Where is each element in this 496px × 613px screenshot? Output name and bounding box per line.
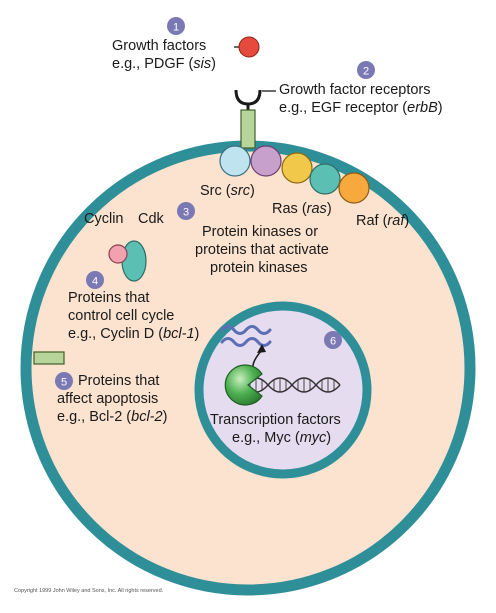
svg-text:1: 1: [173, 22, 179, 34]
nucleus: [194, 301, 372, 479]
apoptosis-line2: affect apoptosis: [57, 391, 159, 407]
ras-ball: [309, 163, 341, 195]
transcription-factor-shape: [224, 364, 263, 406]
src-label-pre: Src (: [200, 183, 231, 199]
apoptosis-gene: bcl-2: [131, 409, 163, 425]
cell-cycle-line2: control cell cycle: [68, 308, 175, 324]
signaling-chain: [219, 145, 370, 204]
badge-3: 3: [177, 202, 195, 220]
kinases-line3: protein kinases: [210, 260, 308, 276]
transcription-line1: Transcription factors: [210, 412, 341, 428]
cdk-label: Cdk: [138, 211, 164, 227]
growth-factors-title: Growth factors: [112, 38, 207, 54]
src-label: Src (src): [200, 183, 255, 200]
receptors-example-pre: e.g., EGF receptor (: [279, 100, 408, 116]
apoptosis-line3: e.g., Bcl-2 (bcl-2): [57, 409, 167, 426]
transcription-gene: myc: [299, 430, 327, 446]
growth-factors-gene: sis: [193, 56, 212, 72]
cell-cycle-line3-pre: e.g., Cyclin D (: [68, 326, 164, 342]
growth-factors-example: e.g., PDGF (sis): [112, 56, 216, 73]
raf-label-pre: Raf (: [356, 213, 388, 229]
raf-label: Raf (raf): [356, 213, 409, 230]
mrna-strands: [220, 325, 272, 347]
transcription-line2-post: ): [326, 430, 332, 446]
growth-factors-example-post: ): [211, 56, 216, 72]
purple-ball: [250, 145, 282, 177]
cyclin-label: Cyclin: [84, 211, 124, 227]
svg-text:5: 5: [61, 377, 67, 389]
growth-factors-example-pre: e.g., PDGF (: [112, 56, 194, 72]
badge-5: 5: [55, 372, 73, 390]
svg-text:2: 2: [363, 66, 369, 78]
apoptosis-line1: Proteins that: [78, 373, 160, 389]
src-ball: [219, 145, 251, 177]
raf-gene: raf: [387, 213, 405, 229]
badge-4: 4: [86, 271, 104, 289]
svg-text:6: 6: [330, 336, 336, 348]
ras-gene: ras: [306, 201, 327, 217]
badge-2: 2: [357, 61, 375, 79]
kinases-line2: proteins that activate: [195, 242, 329, 258]
yellow-ball-1: [281, 152, 313, 184]
ras-label-pre: Ras (: [272, 201, 307, 217]
kinases-line1: Protein kinases or: [202, 224, 319, 240]
ras-label-post: ): [326, 201, 332, 217]
cyclin-ball: [108, 244, 128, 264]
receptors-example-post: ): [437, 100, 443, 116]
svg-text:3: 3: [183, 207, 189, 219]
ras-label: Ras (ras): [272, 201, 332, 218]
apoptosis-line3-post: ): [162, 409, 168, 425]
src-gene: src: [230, 183, 250, 199]
cell-cycle-line3-post: ): [194, 326, 200, 342]
raf-ball: [338, 172, 370, 204]
raf-label-post: ): [404, 213, 410, 229]
copyright-notice: Copyright 1999 John Wiley and Sons, Inc.…: [14, 588, 164, 594]
growth-factor-receptor: [234, 89, 262, 149]
receptors-title: Growth factor receptors: [279, 82, 431, 98]
receptors-example: e.g., EGF receptor (erbB): [279, 100, 443, 117]
cdk-shape: [121, 240, 147, 282]
growth-factor-ball: [238, 36, 260, 58]
bcl2-membrane-protein: [33, 351, 65, 365]
badge-1: 1: [167, 17, 185, 35]
transcription-line2: e.g., Myc (myc): [232, 430, 331, 447]
src-label-post: ): [249, 183, 255, 199]
receptors-gene: erbB: [407, 100, 438, 116]
cell-cycle-gene: bcl-1: [163, 326, 195, 342]
apoptosis-line3-pre: e.g., Bcl-2 (: [57, 409, 132, 425]
transcription-line2-pre: e.g., Myc (: [232, 430, 300, 446]
cell-cycle-line3: e.g., Cyclin D (bcl-1): [68, 326, 199, 343]
badge-6: 6: [324, 331, 342, 349]
cell-cycle-line1: Proteins that: [68, 290, 150, 306]
svg-text:4: 4: [92, 276, 98, 288]
